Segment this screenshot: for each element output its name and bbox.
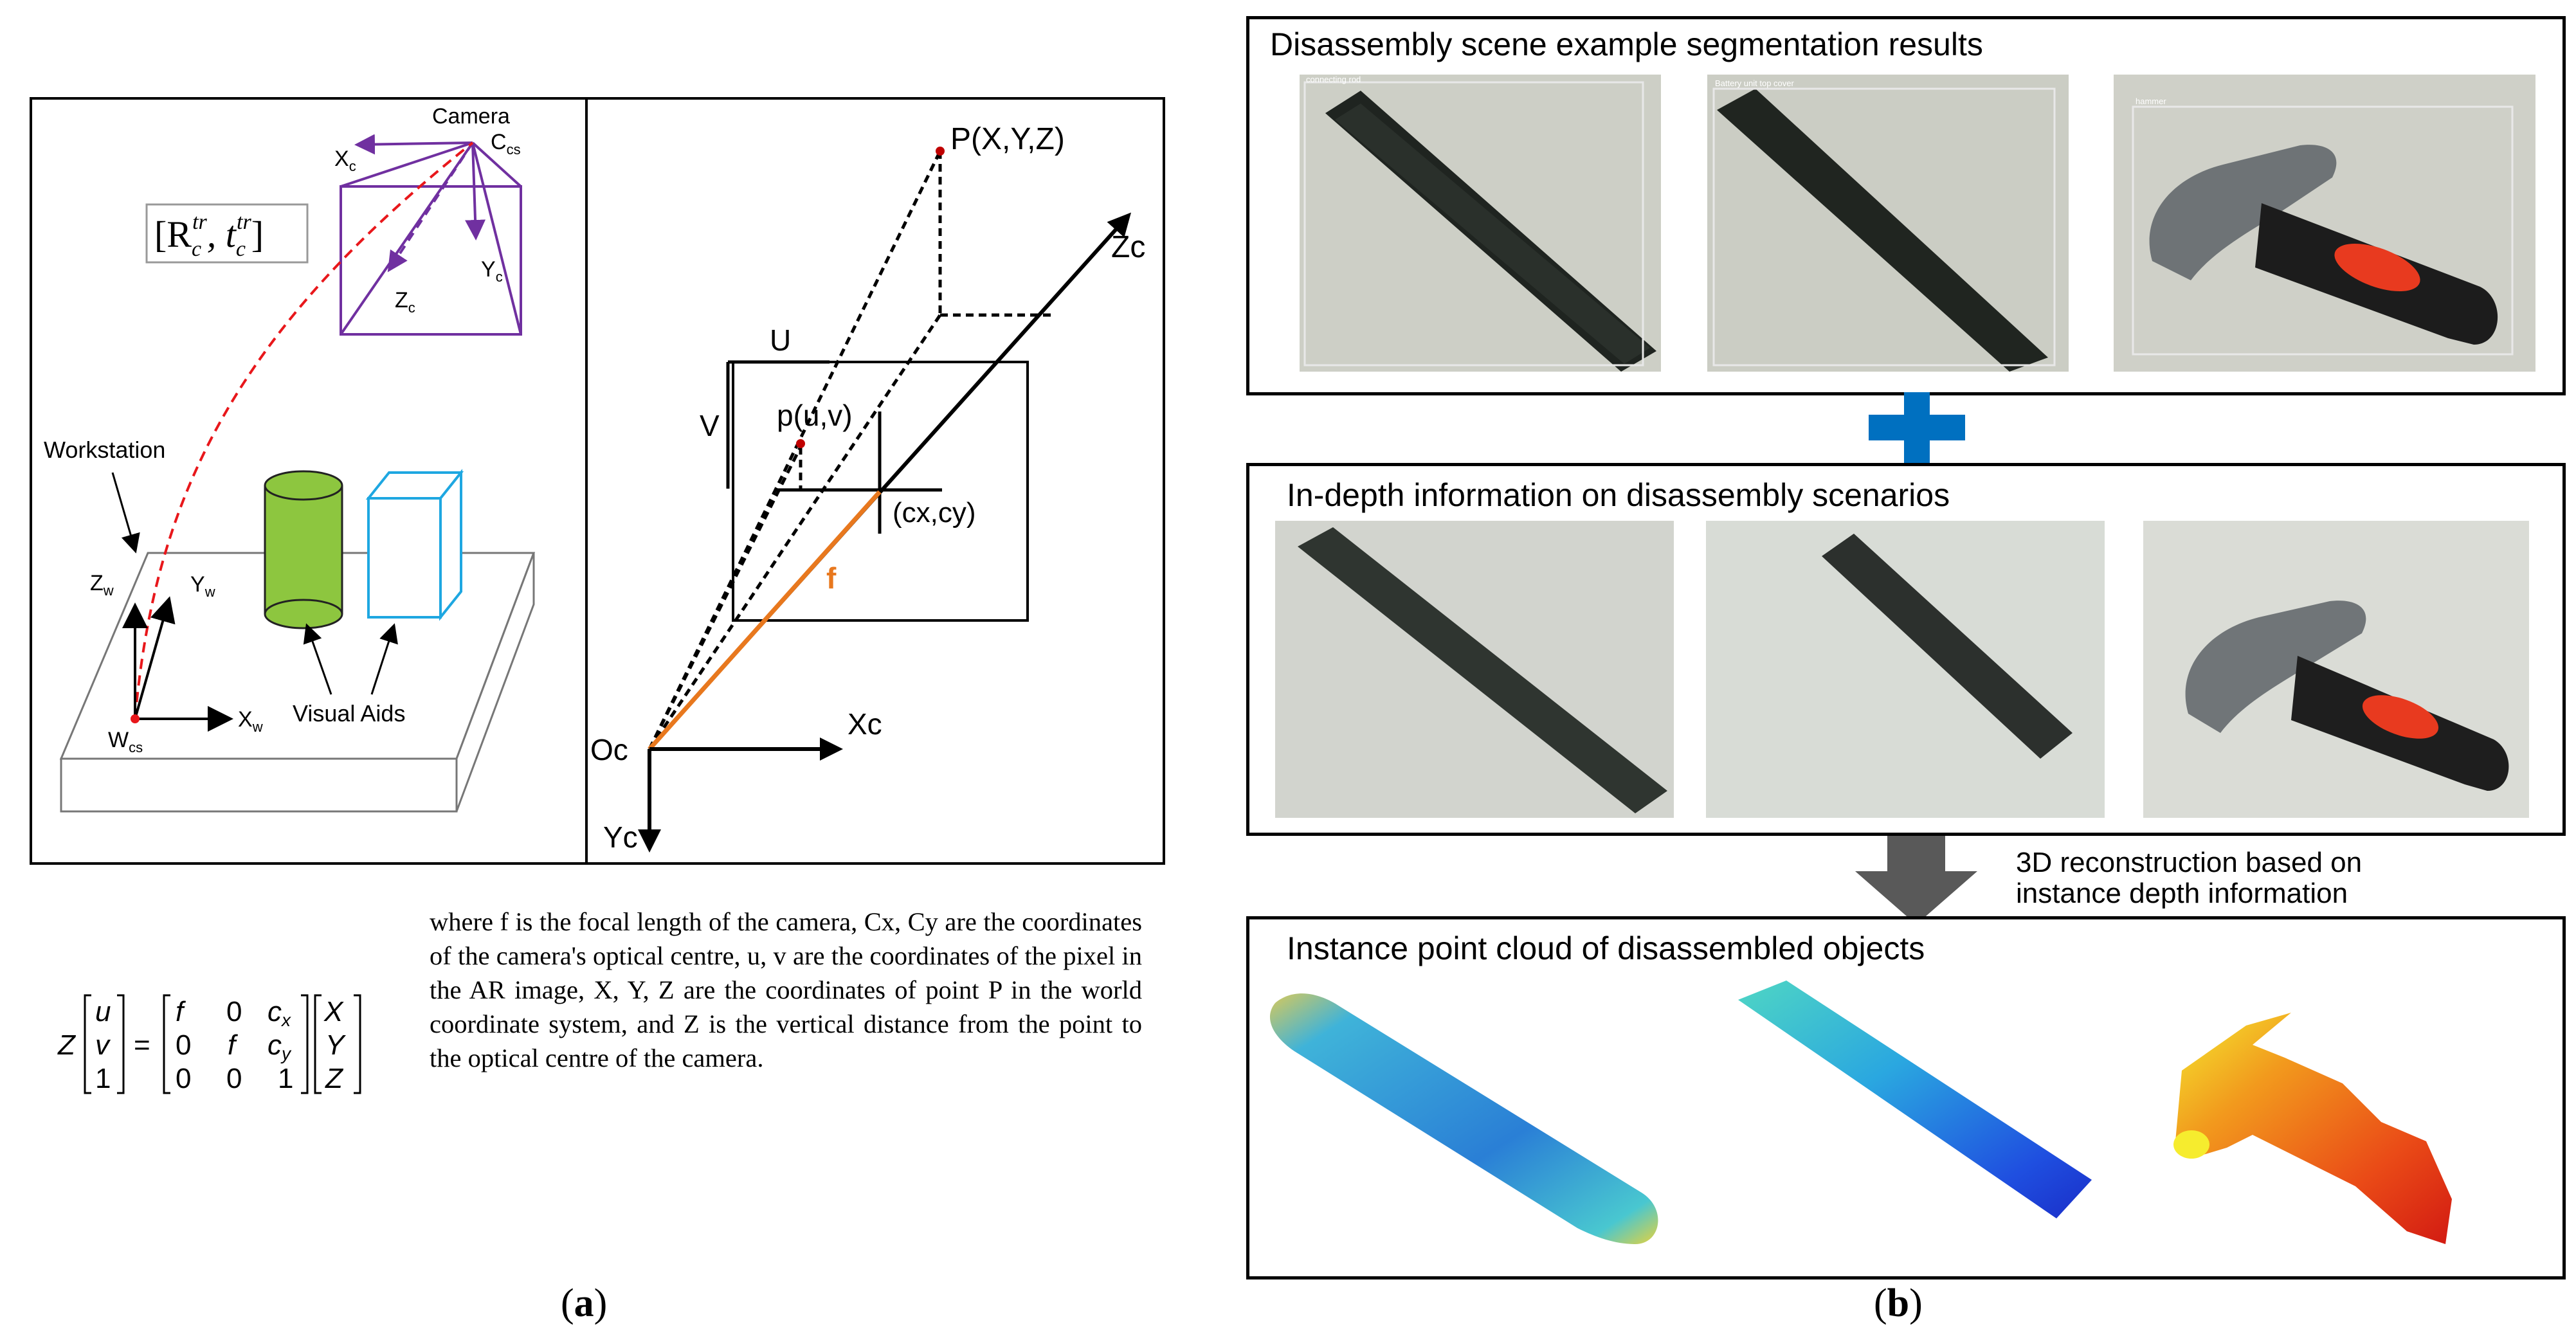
panel-a-diagram: Camera Ccs Xc Yc Zc [Rctr, tctr] Visual … [30, 97, 1165, 865]
eq-m21: 0 [226, 1063, 242, 1094]
depth-photo-hammer [2143, 521, 2529, 818]
world-point-P-label: P(X,Y,Z) [950, 122, 1065, 156]
eq-m00: f [176, 996, 186, 1027]
reconstruction-note-line2: instance depth information [2016, 878, 2348, 909]
workstation-pointer [111, 472, 140, 554]
seg-label-rod: connecting rod [1306, 75, 1361, 84]
image-point-p-label: p(u,v) [777, 399, 853, 432]
eq-Z: Z [325, 1063, 344, 1094]
depth-cover-object [1822, 534, 2073, 759]
zc-axis-label: Zc [1111, 230, 1145, 264]
camera-z-axis-label: Zc [395, 288, 415, 316]
depth-hammer-object [2185, 601, 2509, 791]
cylinder-visual-aid [264, 470, 343, 629]
eq-1: 1 [95, 1063, 111, 1094]
seg-label-cover: Battery unit top cover [1715, 78, 1794, 88]
camera-y-axis-label: Yc [481, 257, 503, 285]
reconstruction-arrow [1855, 836, 1977, 925]
transform-box [145, 203, 309, 264]
depth-photo-cover [1706, 521, 2105, 818]
seg-photo-rod: connecting rod [1300, 75, 1661, 372]
depth-photo-rod [1275, 521, 1674, 818]
panel-a-figure: Camera Ccs Xc Yc Zc [Rctr, tctr] Visual … [0, 0, 1222, 1094]
right-diagram-frame [585, 97, 1165, 865]
eq-u: u [95, 996, 111, 1027]
eq-m02: cx [268, 996, 291, 1030]
world-axes [122, 596, 233, 732]
eq-equals: = [134, 1029, 150, 1061]
world-origin-dot [131, 714, 140, 723]
image-point-p-dot [796, 439, 805, 448]
camera-label: Camera [432, 104, 510, 129]
pointcloud-renders [1269, 981, 2452, 1244]
pointcloud-rod [1269, 993, 1658, 1244]
eq-X: X [323, 996, 344, 1027]
equation-description: where f is the focal length of the camer… [430, 907, 1142, 1072]
projection-equation: Z u v 1 = f 0 cx 0 f cy 0 0 1 X Y Z [57, 994, 361, 1094]
hammer-object [2132, 105, 2514, 356]
eq-Y: Y [325, 1029, 346, 1061]
caption-a: (a) [561, 1281, 608, 1325]
focal-length-segment [648, 490, 882, 751]
depth-panel: In-depth information on disassembly scen… [1246, 463, 2566, 836]
eq-v: v [95, 1029, 111, 1061]
world-x-axis-label: Xw [238, 707, 263, 735]
pointcloud-title: Instance point cloud of disassembled obj… [1287, 930, 1925, 966]
world-z-axis-label: Zw [90, 571, 114, 599]
cover-object [1712, 87, 2056, 372]
visual-aids-pointer-2 [370, 623, 398, 695]
segmentation-title: Disassembly scene example segmentation r… [1270, 26, 1983, 62]
transform-label: [Rctr, tctr] [154, 210, 264, 261]
xc-axis-label: Xc [848, 707, 882, 741]
camera-frustum [340, 134, 522, 336]
camera-origin-label: Ccs [491, 130, 521, 158]
depth-title: In-depth information on disassembly scen… [1287, 477, 1950, 513]
seg-label-hammer: hammer [2136, 96, 2166, 106]
visual-aids-pointer-1 [303, 623, 332, 695]
eq-m11: f [228, 1029, 239, 1061]
reconstruction-note-line1: 3D reconstruction based on [2016, 847, 2363, 878]
oc-label: Oc [590, 733, 628, 766]
principal-point-label: (cx,cy) [893, 497, 976, 529]
plus-icon [1869, 392, 1965, 463]
seg-photo-cover: Battery unit top cover [1707, 75, 2069, 372]
u-axis-label: U [770, 323, 791, 357]
world-origin-label: Wcs [108, 728, 143, 755]
v-axis-label: V [700, 409, 720, 442]
camera-x-axis-label: Xc [334, 147, 356, 174]
reconstruction-note: 3D reconstruction based on instance dept… [2016, 847, 2362, 909]
rod-object [1303, 81, 1656, 372]
eq-m01: 0 [226, 996, 242, 1027]
box-visual-aid [365, 469, 464, 621]
projection-rays [648, 150, 1055, 750]
workstation-label: Workstation [44, 437, 165, 463]
eq-lhs: Z [57, 1029, 77, 1061]
world-point-P-dot [936, 147, 945, 156]
eq-m22: 1 [278, 1063, 293, 1094]
yc-axis-label: Yc [603, 820, 638, 854]
visual-aids-label: Visual Aids [293, 700, 405, 727]
eq-m10: 0 [176, 1029, 191, 1061]
pointcloud-cover [1738, 981, 2092, 1218]
image-plane [732, 361, 1029, 622]
depth-rod-object [1298, 527, 1667, 813]
eq-m12: cy [268, 1029, 292, 1063]
focal-length-label: f [826, 561, 837, 595]
eq-m20: 0 [176, 1063, 191, 1094]
world-y-axis-label: Yw [190, 572, 215, 600]
caption-b: (b) [1874, 1281, 1923, 1325]
seg-photo-hammer: hammer [2114, 75, 2535, 372]
pointcloud-hammer [2173, 1013, 2452, 1244]
pointcloud-panel: Instance point cloud of disassembled obj… [1246, 916, 2566, 1279]
segmentation-panel: Disassembly scene example segmentation r… [1246, 16, 2566, 395]
